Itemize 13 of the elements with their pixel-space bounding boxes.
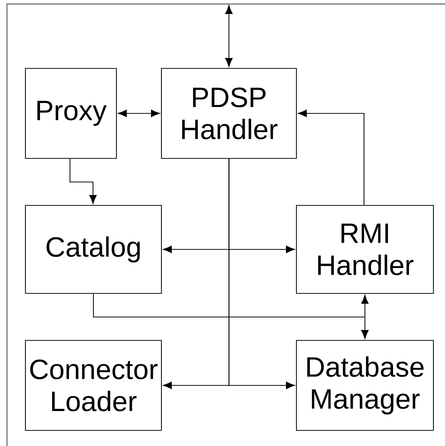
block-box: Proxy — [25, 68, 117, 159]
arrow — [298, 110, 364, 206]
arrow — [228, 158, 295, 390]
block-box: Catalog — [25, 205, 162, 294]
arrow — [118, 110, 160, 118]
arrow — [70, 158, 97, 204]
connector-line — [93, 293, 366, 318]
block-box: Connector Loader — [25, 340, 162, 431]
arrow — [225, 5, 233, 67]
block-box: RMI Handler — [296, 205, 434, 294]
block-box: Database Manager — [296, 340, 434, 431]
block-box: PDSP Handler — [161, 68, 297, 159]
arrow — [361, 294, 369, 339]
